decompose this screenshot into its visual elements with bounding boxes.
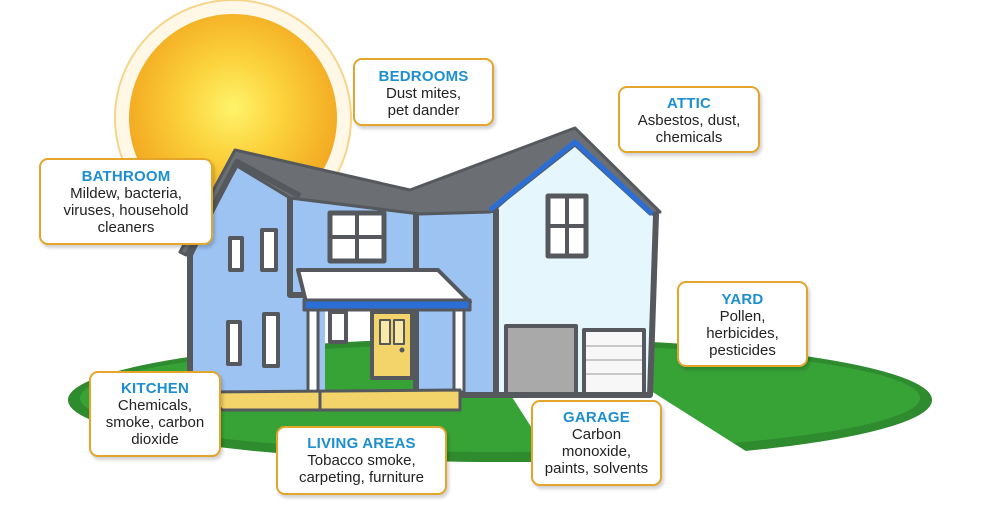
callout-living-areas: LIVING AREAS Tobacco smoke, carpeting, f… bbox=[276, 426, 447, 495]
callout-bedrooms: BEDROOMS Dust mites, pet dander bbox=[353, 58, 494, 126]
callout-kitchen: KITCHEN Chemicals, smoke, carbon dioxide bbox=[89, 371, 221, 457]
house-illustration bbox=[178, 126, 662, 412]
callout-attic: ATTIC Asbestos, dust, chemicals bbox=[618, 86, 760, 153]
callout-title: LIVING AREAS bbox=[307, 435, 416, 452]
callout-title: GARAGE bbox=[562, 409, 631, 426]
callout-desc: Pollen, herbicides, pesticides bbox=[706, 308, 779, 359]
callout-desc: Tobacco smoke, carpeting, furniture bbox=[298, 452, 425, 486]
callout-desc: Asbestos, dust, chemicals bbox=[637, 112, 741, 146]
callout-desc: Carbon monoxide, paints, solvents bbox=[544, 426, 649, 477]
callout-desc: Mildew, bacteria, viruses, household cle… bbox=[63, 185, 189, 236]
callout-title: BEDROOMS bbox=[378, 68, 469, 85]
callout-bathroom: BATHROOM Mildew, bacteria, viruses, hous… bbox=[39, 158, 213, 245]
callout-title: YARD bbox=[721, 291, 764, 308]
callout-title: ATTIC bbox=[666, 95, 712, 112]
callout-garage: GARAGE Carbon monoxide, paints, solvents bbox=[531, 400, 662, 486]
callout-yard: YARD Pollen, herbicides, pesticides bbox=[677, 281, 808, 367]
callout-desc: Chemicals, smoke, carbon dioxide bbox=[105, 397, 205, 448]
callout-title: BATHROOM bbox=[81, 168, 171, 185]
callout-title: KITCHEN bbox=[120, 380, 190, 397]
callout-desc: Dust mites, pet dander bbox=[385, 85, 461, 119]
